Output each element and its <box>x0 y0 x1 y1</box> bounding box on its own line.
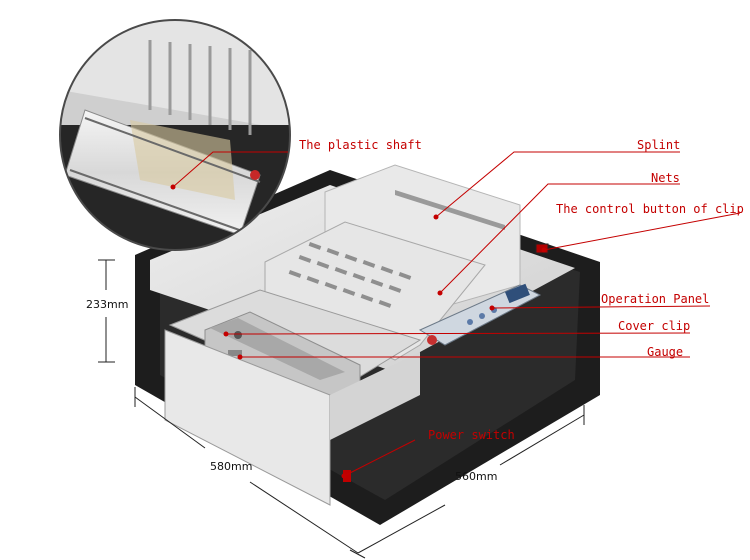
dimension-lines <box>98 259 585 559</box>
label-gauge: Gauge <box>647 345 684 359</box>
label-plastic-shaft: The plastic shaft <box>299 138 422 152</box>
label-control-button: The control button of clip <box>556 202 744 216</box>
label-operation-panel: Operation Panel <box>601 292 710 306</box>
dimension-height: 233mm <box>86 298 129 311</box>
dimension-depth: 560mm <box>455 470 498 483</box>
zoom-inset <box>59 19 291 251</box>
label-splint: Splint <box>637 138 681 152</box>
nets-slots <box>288 242 412 308</box>
label-power-switch: Power switch <box>428 428 515 442</box>
label-cover-clip: Cover clip <box>618 319 691 333</box>
front-tray <box>164 289 422 506</box>
callout-lines <box>172 151 741 477</box>
label-nets: Nets <box>651 171 680 185</box>
dimension-width: 580mm <box>210 460 253 473</box>
callout-dots <box>170 184 547 479</box>
